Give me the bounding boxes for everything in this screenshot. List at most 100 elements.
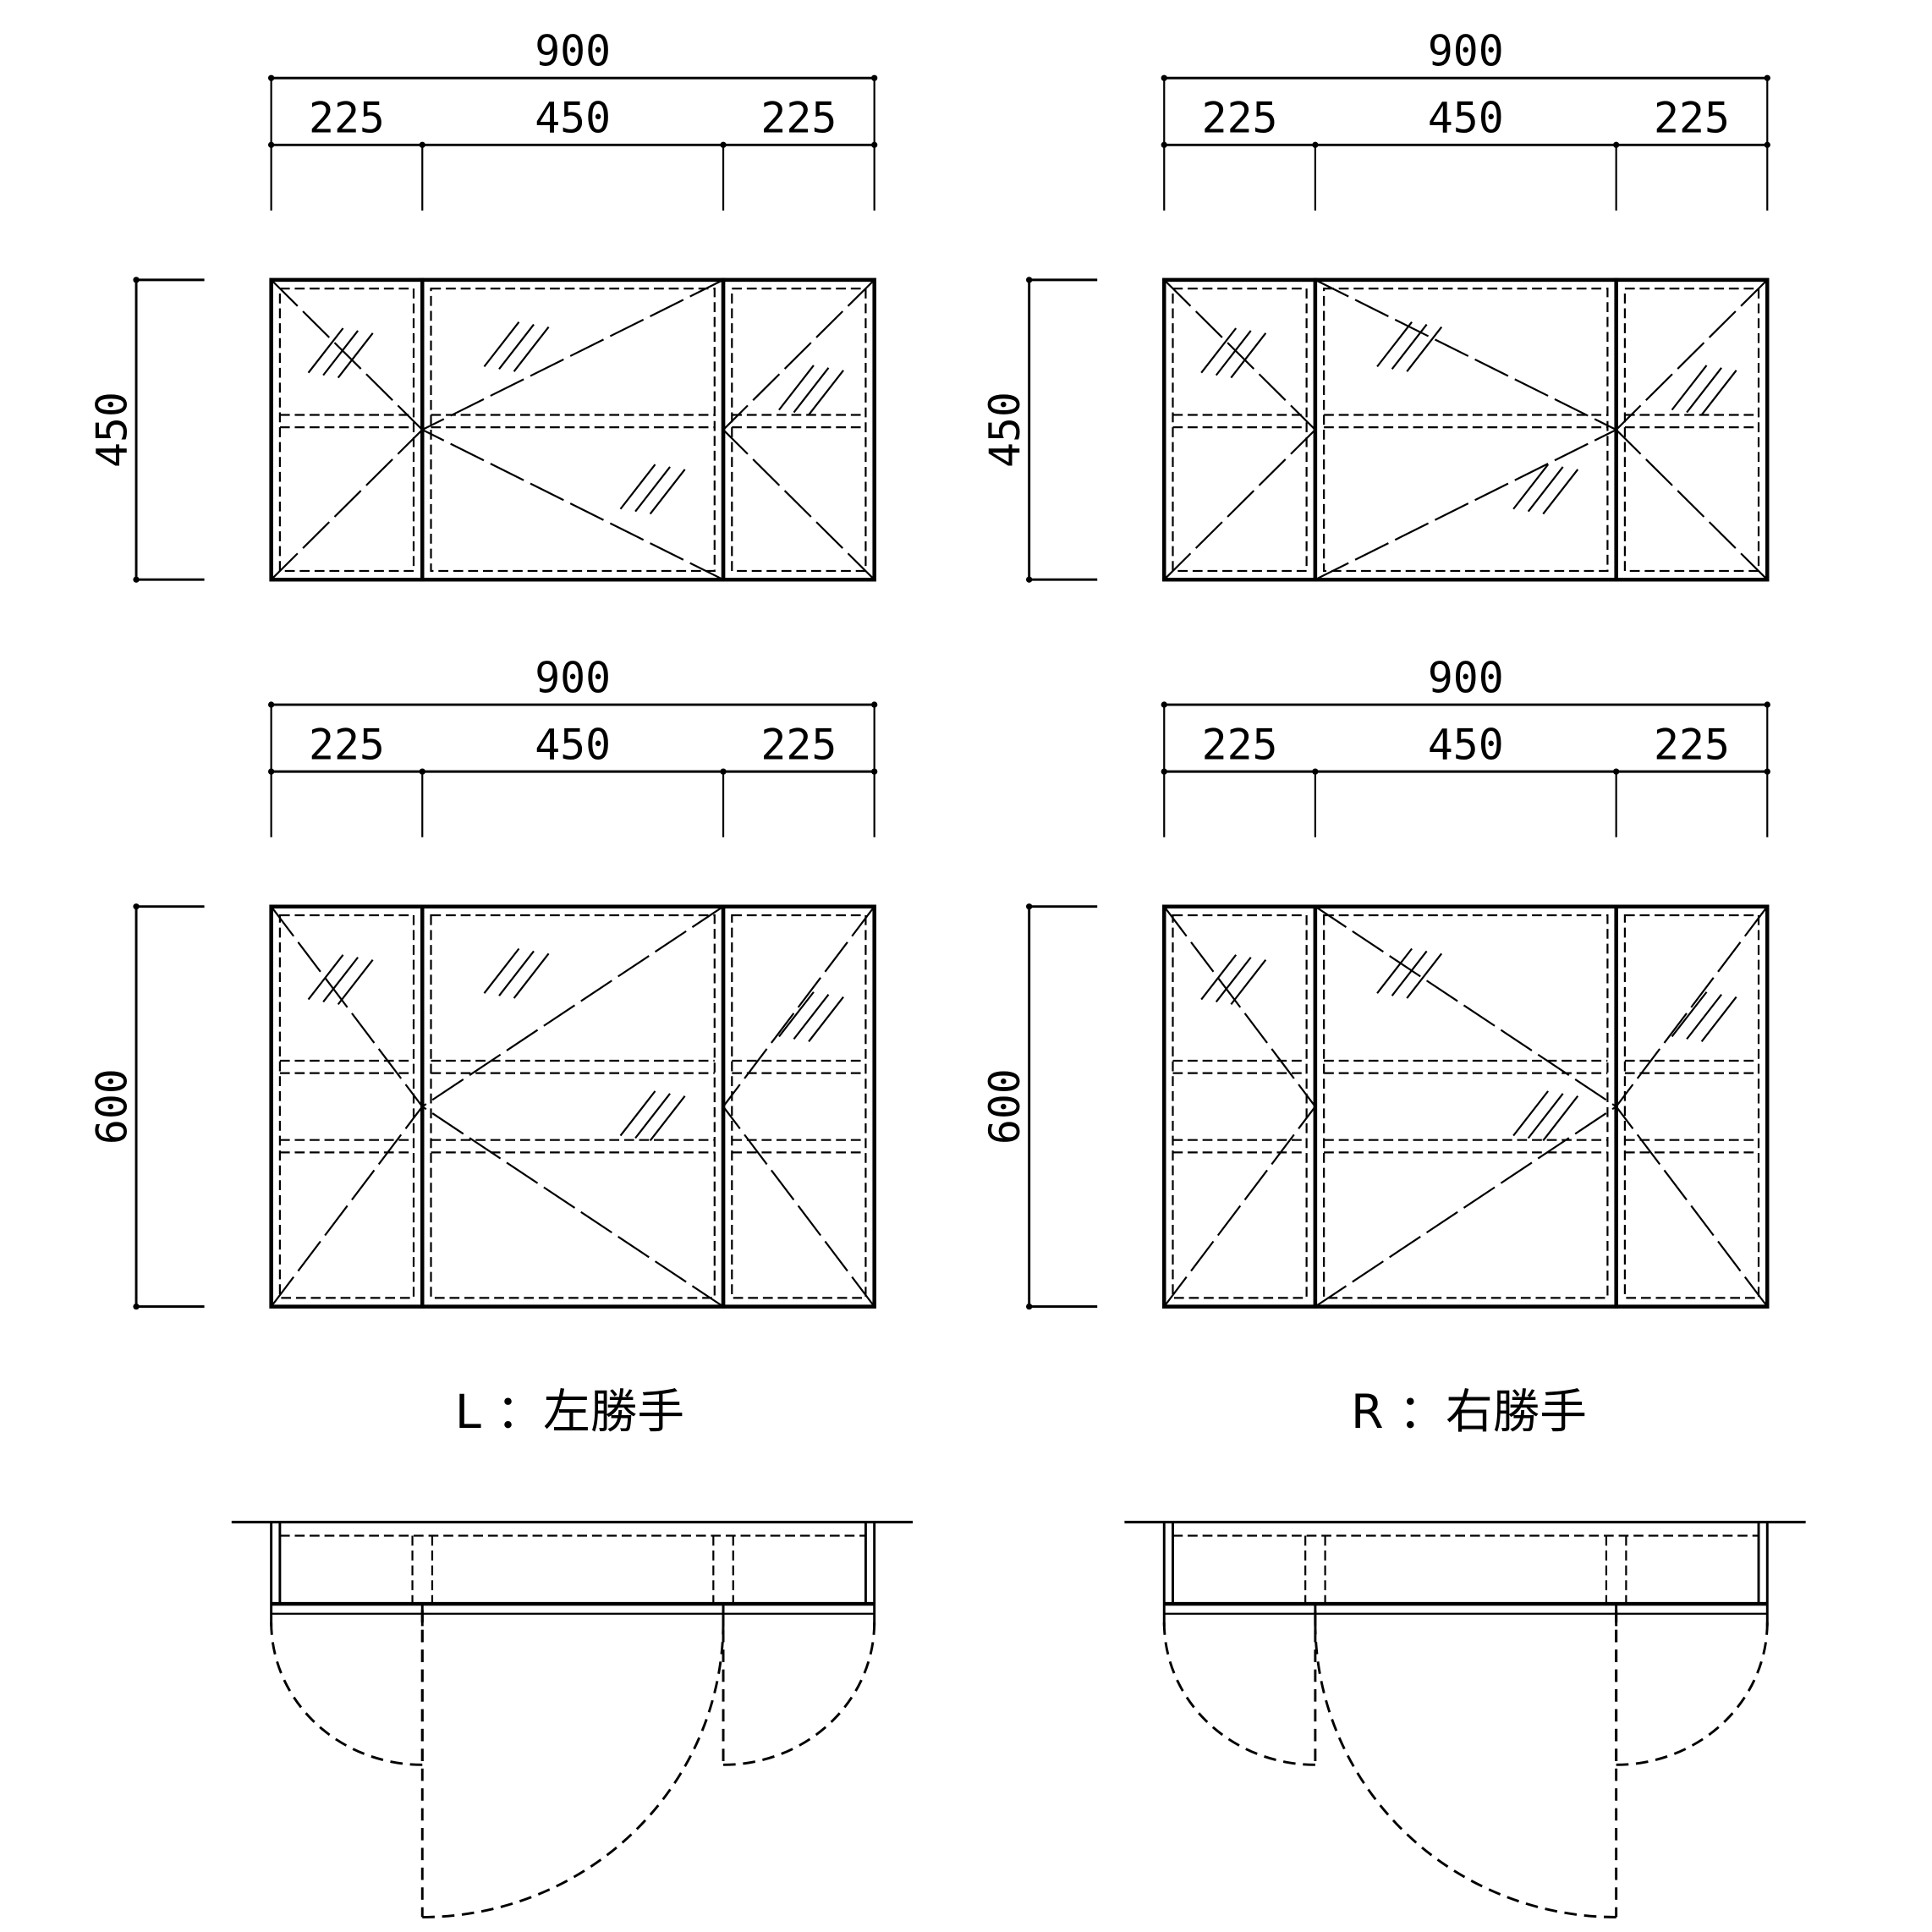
opening-direction-line bbox=[1163, 906, 1316, 1107]
dimension-segment-width: 225 bbox=[760, 94, 837, 143]
door-swing-arc bbox=[1162, 1622, 1315, 1766]
glass-hatch bbox=[634, 1093, 671, 1139]
glass-hatch bbox=[1527, 466, 1564, 513]
door-panel bbox=[269, 277, 425, 582]
opening-direction-line bbox=[1615, 1106, 1769, 1308]
glass-hatch bbox=[1230, 332, 1267, 379]
opening-direction-line bbox=[1163, 1106, 1316, 1308]
dimension-dot bbox=[419, 141, 425, 148]
door-glass-edge bbox=[1323, 288, 1609, 573]
dimension-height: 450 bbox=[980, 392, 1029, 468]
glass-hatch bbox=[619, 1090, 656, 1137]
dimension-dot bbox=[1764, 701, 1770, 708]
opening-direction-line bbox=[1163, 429, 1316, 580]
door-glass-edge bbox=[430, 288, 716, 573]
door-glass-edge bbox=[1623, 914, 1760, 1299]
opening-direction-line bbox=[421, 278, 724, 431]
door-swing-arc bbox=[270, 1622, 423, 1766]
opening-direction-line bbox=[421, 905, 724, 1108]
door-swing-arc bbox=[422, 1622, 725, 1918]
glass-hatch bbox=[1376, 321, 1413, 368]
glass-hatch bbox=[634, 466, 671, 513]
dimension-segment-width: 225 bbox=[1654, 720, 1730, 769]
door-panel bbox=[1162, 277, 1318, 582]
glass-hatch bbox=[1200, 327, 1238, 374]
dimension-dot bbox=[870, 141, 878, 148]
opening-direction-line bbox=[421, 1106, 724, 1308]
door-glass-edge bbox=[430, 914, 716, 1299]
glass-hatch bbox=[307, 327, 344, 374]
glass-hatch bbox=[1512, 464, 1549, 510]
dimension-dot bbox=[1764, 141, 1770, 148]
opening-direction-line bbox=[1615, 429, 1769, 580]
door-panel bbox=[420, 904, 726, 1309]
glass-hatch bbox=[498, 950, 535, 996]
dimension-dot bbox=[1161, 141, 1167, 148]
caption-right-hand: R ：右勝手 bbox=[1351, 1385, 1587, 1440]
dimension-dot bbox=[133, 1303, 140, 1310]
glass-hatch bbox=[778, 365, 815, 411]
opening-direction-line bbox=[1315, 278, 1617, 431]
dimension-dot bbox=[1026, 1303, 1033, 1310]
opening-direction-line bbox=[722, 906, 875, 1107]
dimension-dot bbox=[1612, 768, 1620, 775]
glass-hatch bbox=[808, 996, 844, 1042]
glass-hatch bbox=[1406, 326, 1443, 372]
door-panel bbox=[1313, 904, 1618, 1309]
glass-hatch bbox=[483, 321, 520, 368]
door-glass-edge bbox=[1172, 914, 1308, 1299]
door-swing-arc bbox=[1616, 1622, 1769, 1766]
dimension-dot bbox=[133, 576, 140, 583]
dimension-segment-width: 225 bbox=[309, 720, 385, 769]
glass-hatch bbox=[1215, 330, 1252, 376]
dimension-dot bbox=[1612, 141, 1620, 148]
dimension-dot bbox=[870, 701, 878, 708]
cabinet-frame bbox=[269, 904, 876, 1309]
door-panel bbox=[1614, 904, 1770, 1309]
glass-hatch bbox=[793, 994, 830, 1040]
dimension-dot bbox=[1026, 277, 1033, 283]
dimension-total-width: 900 bbox=[535, 653, 611, 702]
dimension-dot bbox=[1026, 576, 1033, 583]
door-panel bbox=[1614, 277, 1770, 582]
dimension-dot bbox=[419, 768, 425, 775]
glass-hatch bbox=[322, 957, 359, 1003]
opening-direction-line bbox=[421, 429, 724, 581]
dimension-segment-width: 450 bbox=[1428, 720, 1504, 769]
opening-direction-line bbox=[270, 429, 424, 580]
glass-hatch bbox=[808, 370, 844, 416]
dimension-dot bbox=[1764, 74, 1770, 81]
dimension-dot bbox=[1312, 768, 1319, 775]
plan-view-R bbox=[1124, 1520, 1806, 1918]
glass-hatch bbox=[337, 332, 374, 379]
opening-direction-line bbox=[270, 1106, 424, 1308]
dimension-dot bbox=[1764, 768, 1770, 775]
cabinet-frame bbox=[1162, 904, 1770, 1309]
glass-hatch bbox=[1527, 1093, 1564, 1139]
glass-hatch bbox=[1215, 957, 1252, 1003]
glass-hatch bbox=[1700, 996, 1737, 1042]
door-panel bbox=[721, 904, 876, 1309]
opening-direction-line bbox=[1615, 906, 1769, 1107]
dimension-dot bbox=[870, 768, 878, 775]
glass-hatch bbox=[1542, 1095, 1579, 1142]
door-panel bbox=[721, 277, 876, 582]
glass-hatch bbox=[1512, 1090, 1549, 1137]
dimension-segment-width: 225 bbox=[1202, 720, 1278, 769]
door-panel bbox=[269, 904, 425, 1309]
dimension-dot bbox=[720, 141, 727, 148]
dimension-dot bbox=[267, 701, 275, 708]
dimension-segment-width: 225 bbox=[1654, 94, 1730, 143]
door-glass-edge bbox=[1623, 288, 1760, 573]
glass-hatch bbox=[322, 330, 359, 376]
glass-hatch bbox=[778, 991, 815, 1038]
door-glass-edge bbox=[1172, 288, 1308, 573]
door-glass-edge bbox=[278, 288, 415, 573]
opening-direction-line bbox=[1163, 279, 1316, 431]
glass-hatch bbox=[307, 954, 344, 1001]
opening-direction-line bbox=[1315, 1106, 1617, 1308]
opening-direction-line bbox=[1315, 429, 1617, 581]
glass-hatch bbox=[1391, 950, 1428, 996]
